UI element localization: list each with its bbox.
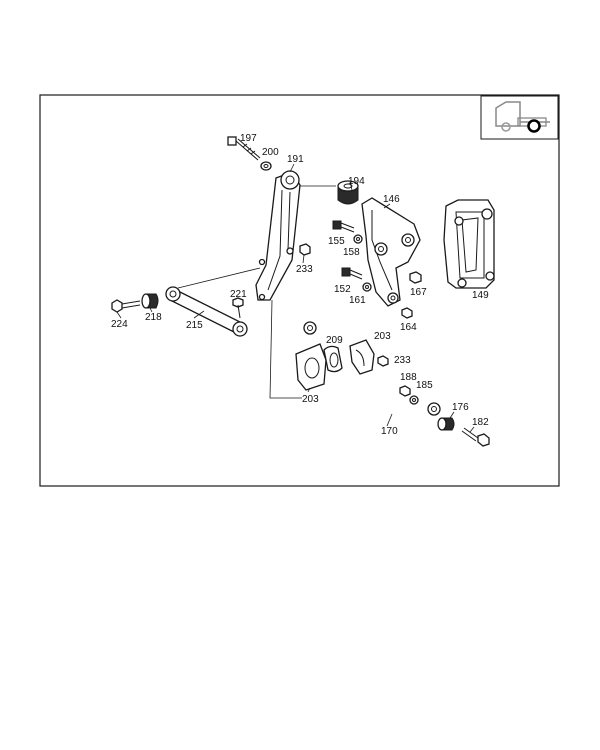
washer-185-icon [409,395,419,405]
washer-161-icon [362,282,372,292]
bracket-146-icon [361,197,421,307]
rubber-mount-194-icon [337,180,359,205]
label-164: 164 [400,322,417,333]
link-rod-215-icon [165,286,248,337]
label-215: 215 [186,320,203,331]
bolt-197-icon [227,136,261,161]
part-labels: 197 200 191 194 146 155 158 233 152 161 … [111,133,489,437]
nut-164-icon [401,307,413,319]
nut-188-icon [399,385,411,397]
label-188: 188 [400,372,417,383]
washer-158-icon [353,234,363,244]
label-209: 209 [326,335,343,346]
label-185: 185 [416,380,433,391]
stabilizer-bar-170-icon [277,321,441,417]
leader-lines [116,163,475,433]
truck-rear-axle-icon [480,95,559,140]
diagram-frame [39,94,560,487]
label-191: 191 [287,154,304,165]
bushing-176-icon [437,417,455,431]
label-218: 218 [145,312,162,323]
bolt-152-icon [341,267,363,280]
label-197: 197 [240,133,257,144]
label-233-upper: 233 [296,264,313,275]
label-203-upper: 203 [374,331,391,342]
nut-233-icon [299,243,311,256]
label-146: 146 [383,194,400,205]
label-221: 221 [230,289,247,300]
clamp-203-lower-icon [295,343,327,391]
bolt-221-icon [232,297,244,319]
label-155: 155 [328,236,345,247]
label-149: 149 [472,290,489,301]
bolt-224-icon [111,299,141,313]
label-224: 224 [111,319,128,330]
nut-167-icon [409,271,422,284]
washer-200-icon [260,161,272,171]
label-152: 152 [334,284,351,295]
label-203-lower: 203 [302,394,319,405]
label-167: 167 [410,287,427,298]
label-194: 194 [348,176,365,187]
assembly-lines [177,185,336,399]
bolt-182-icon [461,427,490,447]
rubber-bushing-209-icon [323,345,343,373]
label-158: 158 [343,247,360,258]
bracket-149-icon [443,199,495,289]
bolt-155-icon [332,220,355,233]
nut-233-lower-icon [377,355,389,367]
label-200: 200 [262,147,279,158]
bushing-218-icon [141,293,159,309]
link-arm-191-icon [255,170,301,301]
label-176: 176 [452,402,469,413]
label-161: 161 [349,295,366,306]
label-233-lower: 233 [394,355,411,366]
clamp-203-upper-icon [349,339,375,375]
label-182: 182 [472,417,489,428]
label-170: 170 [381,426,398,437]
